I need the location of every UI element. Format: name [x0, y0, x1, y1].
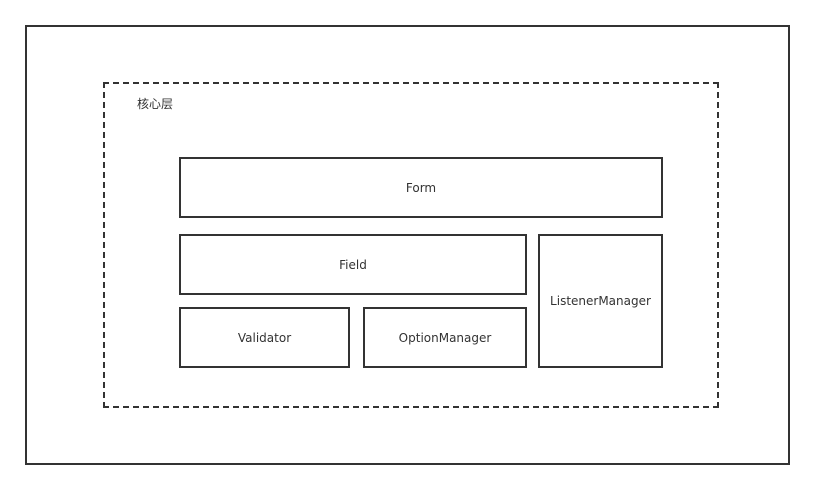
- listener-manager-box: ListenerManager: [538, 234, 663, 368]
- validator-box: Validator: [179, 307, 350, 368]
- validator-label: Validator: [237, 330, 292, 345]
- option-manager-label: OptionManager: [398, 330, 492, 345]
- core-layer-title: 核心层: [137, 97, 174, 111]
- field-label: Field: [339, 257, 367, 272]
- form-label: Form: [405, 180, 437, 195]
- listener-manager-label: ListenerManager: [550, 294, 651, 308]
- core-layer-frame: [103, 82, 719, 408]
- option-manager-box: OptionManager: [363, 307, 527, 368]
- outer-frame: [25, 25, 790, 465]
- field-box: Field: [179, 234, 527, 295]
- form-box: Form: [179, 157, 663, 218]
